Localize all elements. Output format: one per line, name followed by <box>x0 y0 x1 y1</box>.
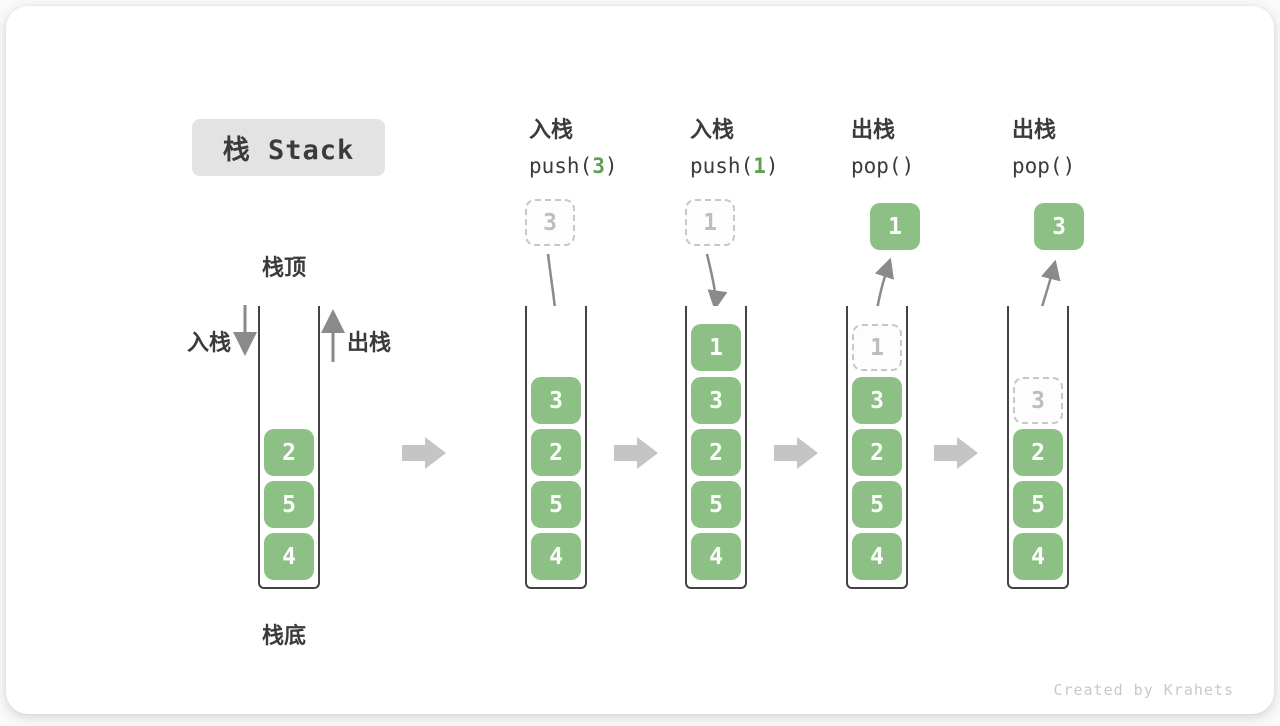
stage-block-arrow-icon <box>774 437 818 469</box>
op-code: push(3) <box>529 154 618 178</box>
stack-item: 5 <box>852 481 902 528</box>
arrows-overlay <box>233 253 1061 469</box>
float-item-push: 3 <box>525 199 575 246</box>
label-stack-top: 栈顶 <box>262 255 307 280</box>
op-header-pop-1: 出栈 pop() <box>851 111 914 185</box>
figure-card: 栈 Stack 入栈 push(3) 入栈 push(1) 出栈 pop() 出… <box>6 6 1274 714</box>
stack-item: 5 <box>531 481 581 528</box>
stack-item: 4 <box>264 533 314 580</box>
op-code: push(1) <box>690 154 779 178</box>
op-code-arg: 1 <box>753 154 766 178</box>
stack-item-ghost: 3 <box>1013 377 1063 424</box>
op-label: 出栈 <box>851 117 896 142</box>
label-push-side: 入栈 <box>187 330 232 355</box>
stack-item: 1 <box>691 324 741 371</box>
stack-item: 3 <box>691 377 741 424</box>
op-header-push-3: 入栈 push(3) <box>529 111 618 185</box>
stack-item: 2 <box>691 429 741 476</box>
op-label: 入栈 <box>690 117 735 142</box>
op-code: pop() <box>1012 154 1076 178</box>
stack-item: 3 <box>531 377 581 424</box>
stack-item: 5 <box>691 481 741 528</box>
stage-block-arrow-icon <box>402 437 446 469</box>
stack-item: 2 <box>264 429 314 476</box>
float-item-popped: 3 <box>1034 203 1084 250</box>
stack-item: 2 <box>1013 429 1063 476</box>
push-1-arrow-icon <box>705 253 728 311</box>
float-item-popped: 1 <box>870 203 920 250</box>
stack-item: 2 <box>531 429 581 476</box>
stack-item: 5 <box>1013 481 1063 528</box>
stack-item-ghost: 1 <box>852 324 902 371</box>
stack-item: 5 <box>264 481 314 528</box>
stack-item: 4 <box>531 533 581 580</box>
float-item-push: 1 <box>685 199 735 246</box>
figure-title-box: 栈 Stack <box>192 119 385 176</box>
stack-item: 3 <box>852 377 902 424</box>
stack-item: 2 <box>852 429 902 476</box>
op-header-pop-3: 出栈 pop() <box>1012 111 1075 185</box>
stack-item: 4 <box>1013 533 1063 580</box>
op-header-push-1: 入栈 push(1) <box>690 111 779 185</box>
figure-title: 栈 Stack <box>222 135 355 166</box>
op-label: 出栈 <box>1012 117 1057 142</box>
stage-block-arrow-icon <box>614 437 658 469</box>
label-pop-side: 出栈 <box>347 330 392 355</box>
stage-block-arrow-icon <box>934 437 978 469</box>
stack-item: 4 <box>691 533 741 580</box>
label-stack-bottom: 栈底 <box>262 623 307 648</box>
op-label: 入栈 <box>529 117 574 142</box>
watermark: Created by Krahets <box>1053 681 1234 699</box>
op-code-arg: 3 <box>592 154 605 178</box>
stack-item: 4 <box>852 533 902 580</box>
op-code: pop() <box>851 154 915 178</box>
